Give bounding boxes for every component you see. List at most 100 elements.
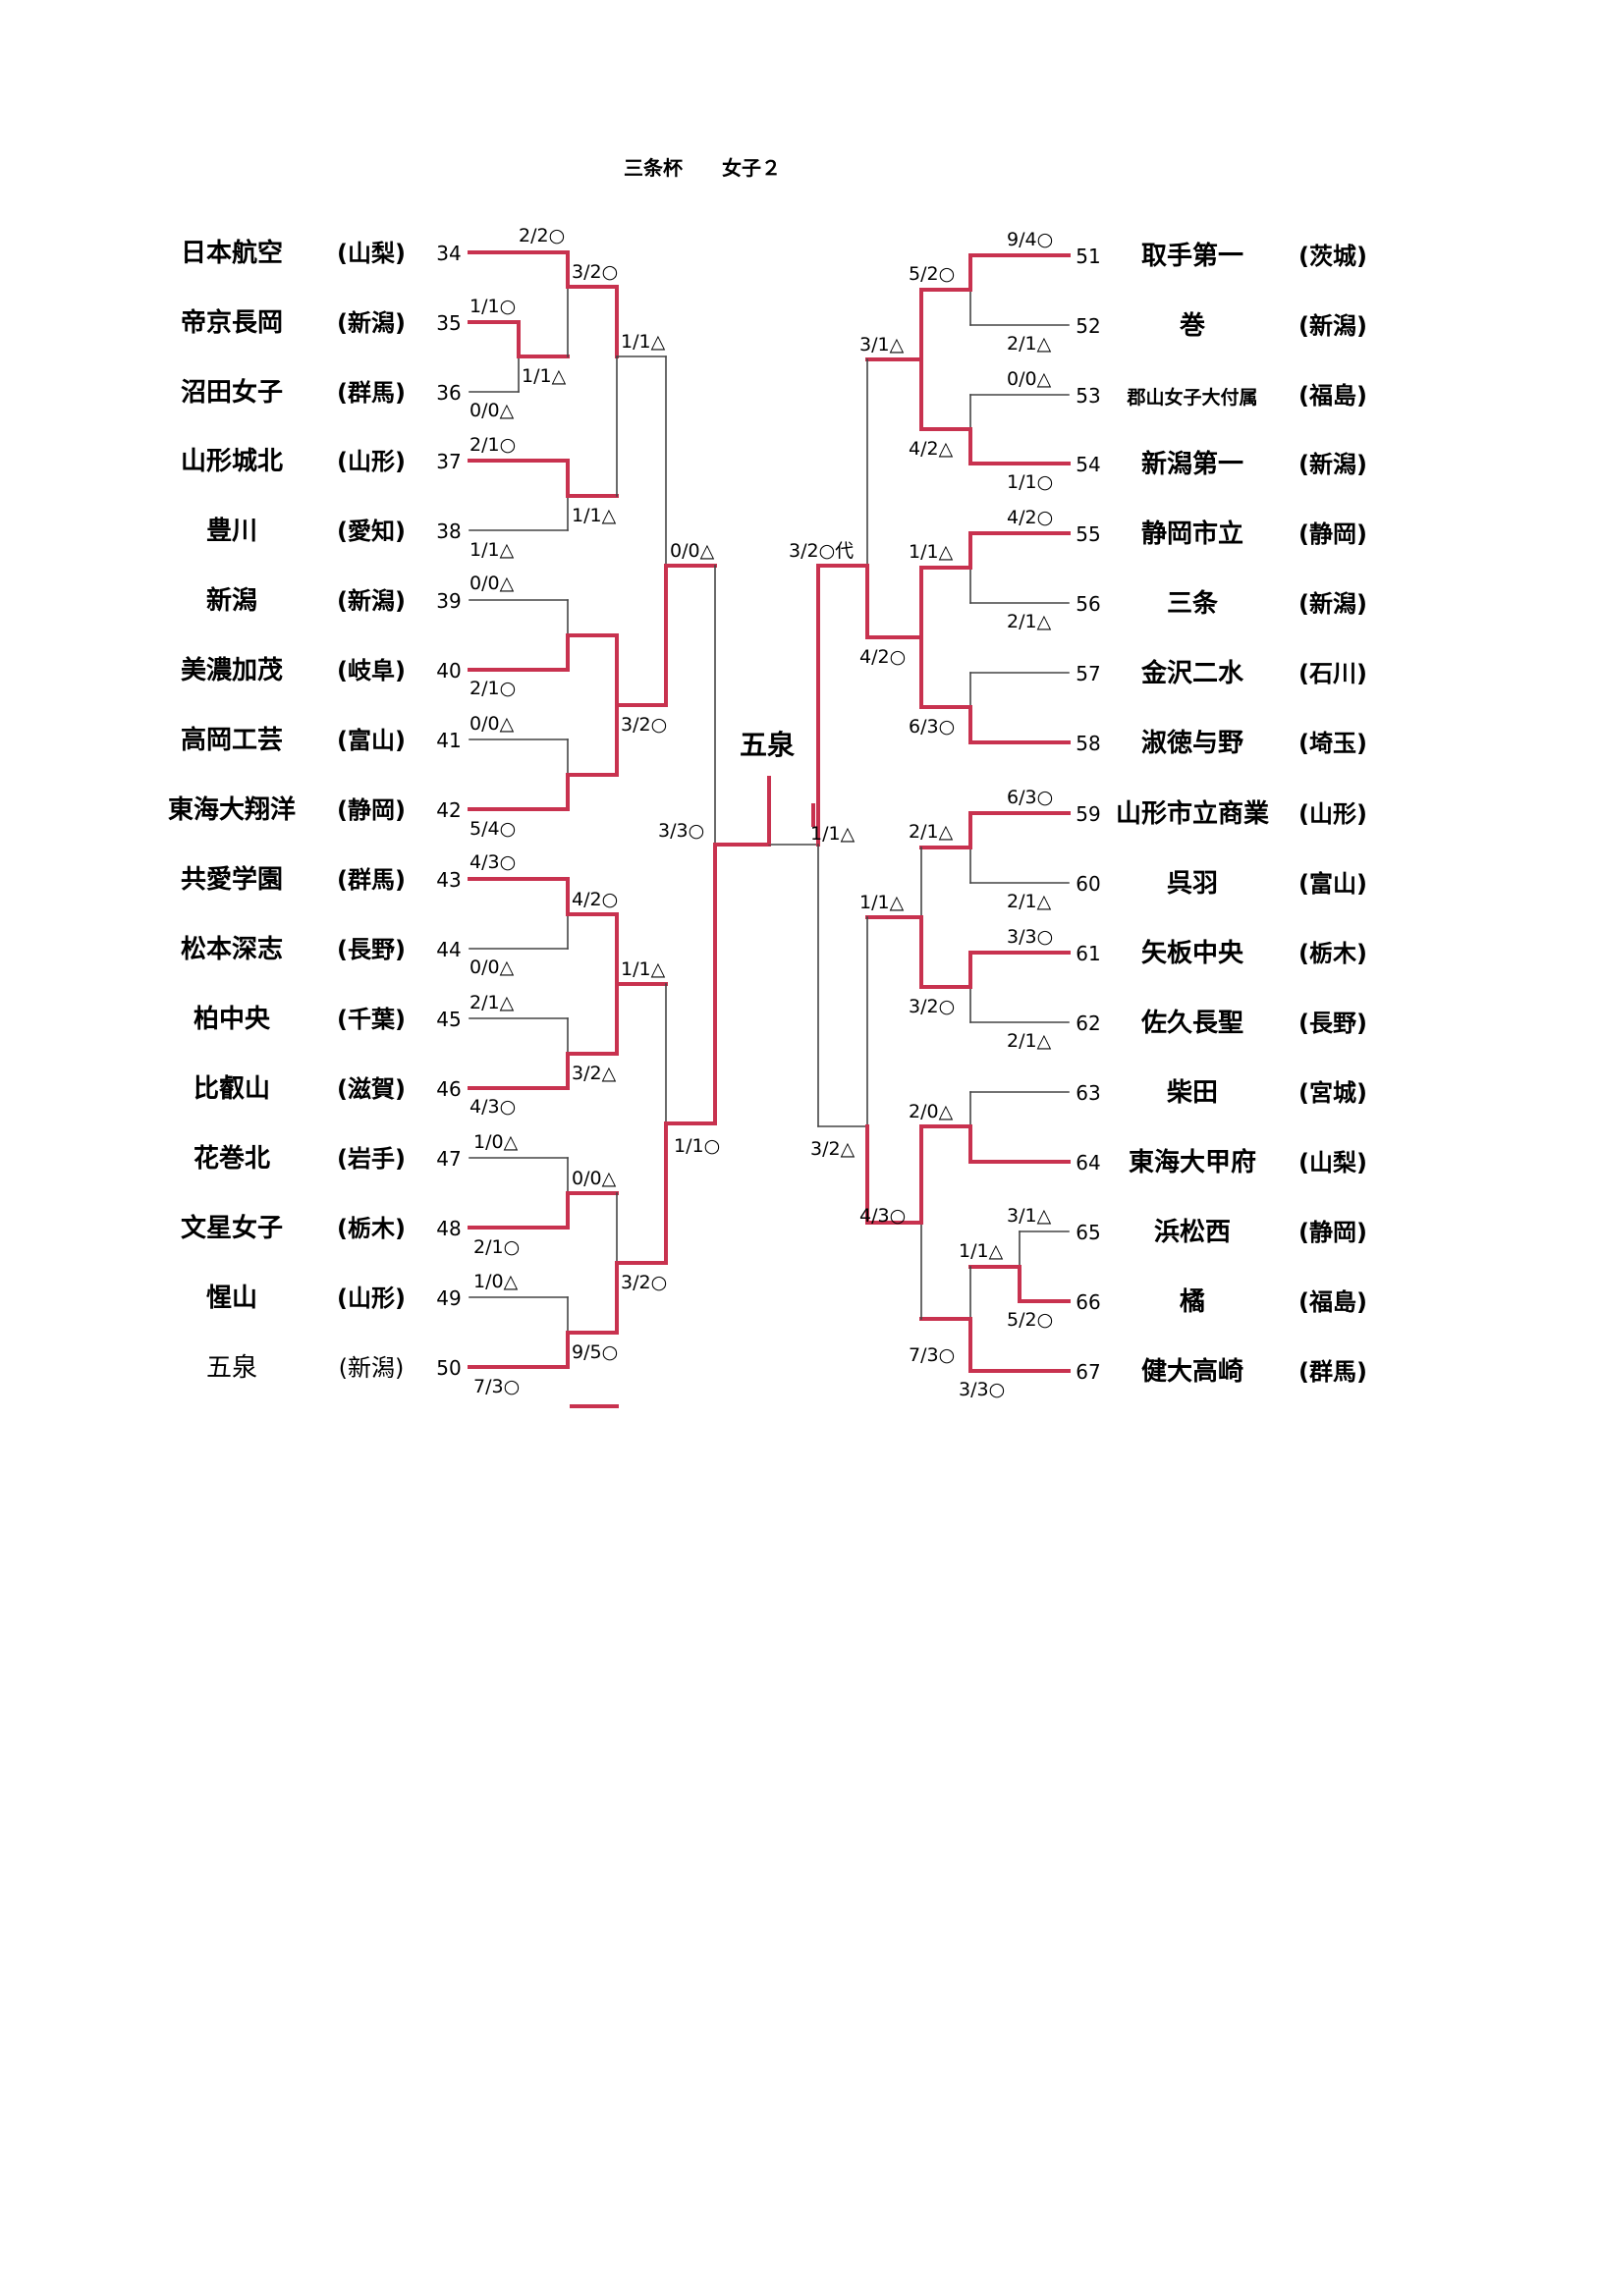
match-score: 3/3○ xyxy=(959,1379,1005,1400)
team-number: 54 xyxy=(1076,453,1100,476)
team-name: 東海大翔洋 xyxy=(168,794,296,825)
champion-label: 五泉 xyxy=(740,729,796,761)
match-score: 0/0△ xyxy=(469,957,515,978)
team-name: 浜松西 xyxy=(1154,1218,1231,1247)
team-number: 35 xyxy=(436,311,461,335)
team-name: 静岡市立 xyxy=(1141,519,1243,549)
bracket-lines xyxy=(468,250,1071,1408)
team-number: 47 xyxy=(436,1147,461,1171)
team-number: 37 xyxy=(436,450,461,473)
team-name: 新潟第一 xyxy=(1141,449,1243,479)
match-score: 1/0△ xyxy=(473,1271,519,1292)
match-score: 3/2○代 xyxy=(789,540,854,562)
team-number: 60 xyxy=(1076,872,1100,896)
team-prefecture: (山形) xyxy=(337,1285,406,1312)
match-score: 1/1△ xyxy=(572,505,617,526)
match-score: 4/2○ xyxy=(859,646,906,668)
team-name: 三条 xyxy=(1167,589,1219,619)
match-score: 1/1○ xyxy=(674,1135,720,1157)
team-prefecture: (岐阜) xyxy=(337,657,406,684)
team-name: 高岡工芸 xyxy=(181,725,283,755)
match-score: 3/2○ xyxy=(621,1272,667,1293)
tournament-title: 三条杯 xyxy=(624,156,683,180)
team-number: 59 xyxy=(1076,802,1100,826)
team-number: 39 xyxy=(436,589,461,613)
team-name: 巻 xyxy=(1179,311,1205,341)
team-prefecture: (山形) xyxy=(337,448,406,475)
match-score: 1/0△ xyxy=(473,1131,519,1153)
team-prefecture: (茨城) xyxy=(1298,243,1367,270)
team-prefecture: (静岡) xyxy=(337,796,406,824)
match-score: 0/0△ xyxy=(469,400,515,421)
team-prefecture: (福島) xyxy=(1298,382,1367,410)
team-name: 花巻北 xyxy=(193,1144,270,1174)
match-score: 5/2○ xyxy=(909,263,955,285)
team-number: 43 xyxy=(436,868,461,892)
team-number: 46 xyxy=(436,1077,461,1101)
team-number: 53 xyxy=(1076,384,1100,408)
team-number: 67 xyxy=(1076,1360,1100,1384)
team-prefecture: (千葉) xyxy=(337,1006,406,1033)
match-score: 1/1○ xyxy=(469,296,516,317)
team-prefecture: (愛知) xyxy=(337,518,406,545)
match-score: 4/3○ xyxy=(859,1205,906,1227)
team-number: 45 xyxy=(436,1008,461,1031)
match-score: 1/1△ xyxy=(621,331,666,353)
match-score: 2/1△ xyxy=(1007,891,1052,912)
team-name: 柏中央 xyxy=(193,1005,271,1034)
match-score: 5/2○ xyxy=(1007,1309,1053,1331)
team-name: 比叡山 xyxy=(193,1074,270,1104)
match-score: 1/1△ xyxy=(909,541,954,563)
team-number: 41 xyxy=(436,729,461,752)
match-score: 1/1△ xyxy=(810,823,856,845)
team-number: 36 xyxy=(436,381,461,405)
match-score: 4/3○ xyxy=(469,1096,516,1118)
team-name: 呉羽 xyxy=(1167,869,1218,899)
team-number: 61 xyxy=(1076,942,1100,965)
team-name: 淑徳与野 xyxy=(1141,728,1243,758)
team-number: 38 xyxy=(436,519,461,543)
team-prefecture: (新潟) xyxy=(339,1354,405,1382)
match-score: 4/3○ xyxy=(469,851,516,873)
team-name: 帝京長岡 xyxy=(181,307,283,338)
match-score: 1/1△ xyxy=(469,539,515,561)
team-number: 62 xyxy=(1076,1011,1100,1035)
match-score: 2/1△ xyxy=(469,992,515,1013)
team-number: 51 xyxy=(1076,245,1100,268)
match-score: 0/0△ xyxy=(670,540,715,562)
team-prefecture: (静岡) xyxy=(1298,520,1367,548)
match-score: 4/2○ xyxy=(1007,507,1053,528)
team-name: 沼田女子 xyxy=(181,377,283,408)
match-score: 6/3○ xyxy=(909,716,955,738)
match-score: 2/1○ xyxy=(473,1236,520,1258)
match-score: 2/2○ xyxy=(519,225,565,246)
team-name: 佐久長聖 xyxy=(1140,1009,1243,1038)
left-teams: 日本航空(山梨)34帝京長岡(新潟)35沼田女子(群馬)36山形城北(山形)37… xyxy=(168,238,462,1383)
team-name: 健大高崎 xyxy=(1141,1356,1243,1387)
team-prefecture: (埼玉) xyxy=(1298,730,1367,757)
match-score: 3/2△ xyxy=(810,1138,856,1160)
team-prefecture: (山形) xyxy=(1298,800,1367,828)
match-score: 3/3○ xyxy=(1007,926,1053,948)
match-score: 2/1△ xyxy=(909,821,954,843)
team-number: 50 xyxy=(436,1356,461,1380)
match-score: 4/2△ xyxy=(909,438,954,460)
team-prefecture: (静岡) xyxy=(1298,1219,1367,1246)
team-number: 52 xyxy=(1076,314,1100,338)
match-score: 3/1△ xyxy=(1007,1205,1052,1227)
team-prefecture: (群馬) xyxy=(337,866,406,894)
match-score: 9/4○ xyxy=(1007,229,1053,250)
match-score: 2/1○ xyxy=(469,678,516,699)
team-prefecture: (新潟) xyxy=(1298,451,1367,478)
team-number: 63 xyxy=(1076,1081,1100,1105)
match-score: 2/1△ xyxy=(1007,333,1052,355)
team-name: 取手第一 xyxy=(1141,241,1243,271)
match-score: 1/1△ xyxy=(621,958,666,980)
team-name: 柴田 xyxy=(1166,1078,1218,1108)
team-prefecture: (新潟) xyxy=(337,587,406,615)
team-prefecture: (新潟) xyxy=(1298,590,1367,618)
team-prefecture: (栃木) xyxy=(337,1215,406,1242)
match-score: 4/2○ xyxy=(572,889,618,910)
team-number: 34 xyxy=(436,242,461,265)
